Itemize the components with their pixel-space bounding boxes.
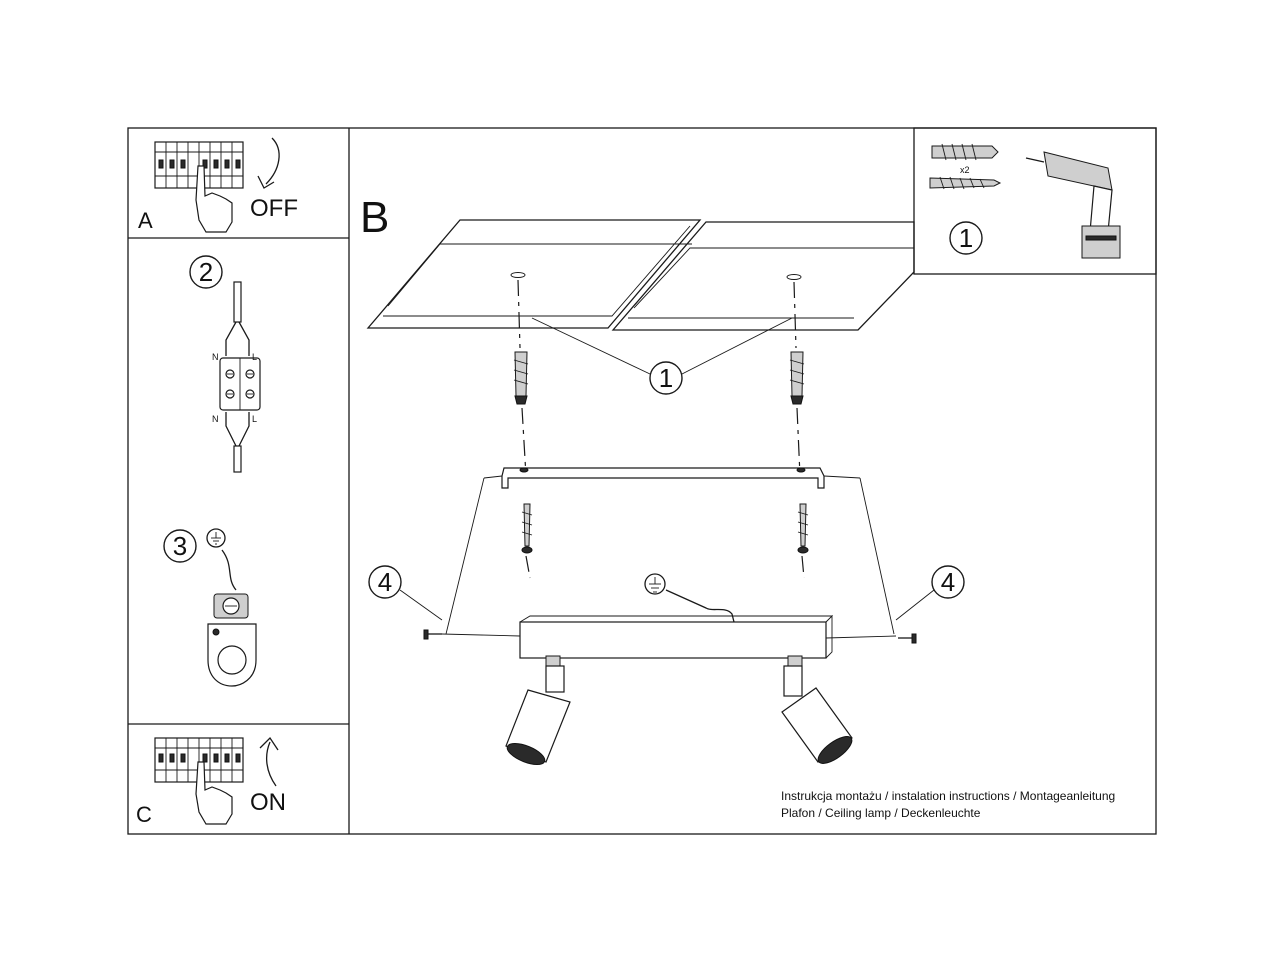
svg-text:3: 3 bbox=[173, 531, 187, 561]
screw-left bbox=[521, 503, 533, 554]
wiring-step: 2 N L N L bbox=[189, 255, 261, 473]
mounting-bracket bbox=[501, 467, 825, 489]
ground-symbol-main bbox=[644, 573, 666, 595]
svg-text:4: 4 bbox=[378, 567, 392, 597]
side-screw-leaders bbox=[399, 589, 935, 639]
earth-wire-main bbox=[665, 589, 735, 623]
live-label-bottom: L bbox=[252, 414, 257, 424]
panel-c: C ON bbox=[136, 736, 286, 827]
wall-plug-icon bbox=[931, 143, 999, 161]
supply-cable bbox=[225, 281, 250, 356]
panel-a: A OFF bbox=[138, 137, 298, 233]
earth-step: 3 bbox=[163, 528, 257, 687]
neutral-label-top: N bbox=[212, 352, 219, 362]
wall-plug-left bbox=[513, 351, 529, 405]
drill-axis-lines bbox=[517, 279, 805, 579]
neutral-label-bottom: N bbox=[212, 414, 219, 424]
outer-frame bbox=[127, 127, 1157, 835]
tools-box bbox=[913, 127, 1157, 275]
svg-text:1: 1 bbox=[659, 363, 673, 393]
panel-c-state: ON bbox=[250, 789, 286, 816]
panel-a-state: OFF bbox=[250, 195, 298, 222]
quantity-label: x2 bbox=[960, 165, 970, 175]
svg-text:4: 4 bbox=[941, 567, 955, 597]
drill-icon bbox=[1025, 151, 1121, 259]
side-screw-callout-left: 4 bbox=[368, 565, 402, 599]
tools-panel: x2 1 bbox=[929, 143, 1121, 259]
earth-wire bbox=[221, 549, 237, 591]
arrow-down-icon bbox=[257, 137, 280, 189]
panel-a-letter: A bbox=[138, 208, 153, 233]
arrow-up-icon bbox=[259, 736, 279, 787]
ground-symbol-icon bbox=[206, 528, 226, 548]
hand-icon bbox=[195, 165, 233, 233]
step-2-callout: 2 bbox=[189, 255, 223, 289]
lamp-cable bbox=[225, 412, 250, 473]
panel-b-letter: B bbox=[360, 193, 389, 242]
footer-line-2: Plafon / Ceiling lamp / Deckenleuchte bbox=[781, 806, 981, 820]
svg-text:1: 1 bbox=[959, 223, 973, 253]
side-screw-right bbox=[898, 633, 917, 644]
side-screw-callout-right: 4 bbox=[931, 565, 965, 599]
screw-right bbox=[797, 503, 809, 554]
earth-terminal-icon bbox=[207, 593, 257, 687]
tools-step-callout: 1 bbox=[949, 221, 983, 255]
svg-text:2: 2 bbox=[199, 257, 213, 287]
footer-line-1: Instrukcja montażu / instalation instruc… bbox=[781, 789, 1115, 803]
side-screw-left bbox=[423, 629, 442, 640]
spot-left bbox=[505, 655, 571, 766]
live-label-top: L bbox=[252, 352, 257, 362]
plug-callout: 1 bbox=[649, 361, 683, 395]
panel-c-letter: C bbox=[136, 802, 152, 827]
hand-icon-c bbox=[195, 761, 233, 825]
lamp-base bbox=[519, 614, 834, 659]
step-3-callout: 3 bbox=[163, 529, 197, 563]
terminal-block-icon bbox=[219, 357, 261, 411]
spot-right bbox=[781, 655, 853, 764]
ceiling-panels bbox=[366, 219, 915, 331]
plug-callout-leaders bbox=[531, 317, 793, 375]
bracket-to-base-lines bbox=[445, 475, 895, 635]
wall-plug-right bbox=[789, 351, 805, 405]
screw-icon bbox=[929, 176, 1002, 190]
